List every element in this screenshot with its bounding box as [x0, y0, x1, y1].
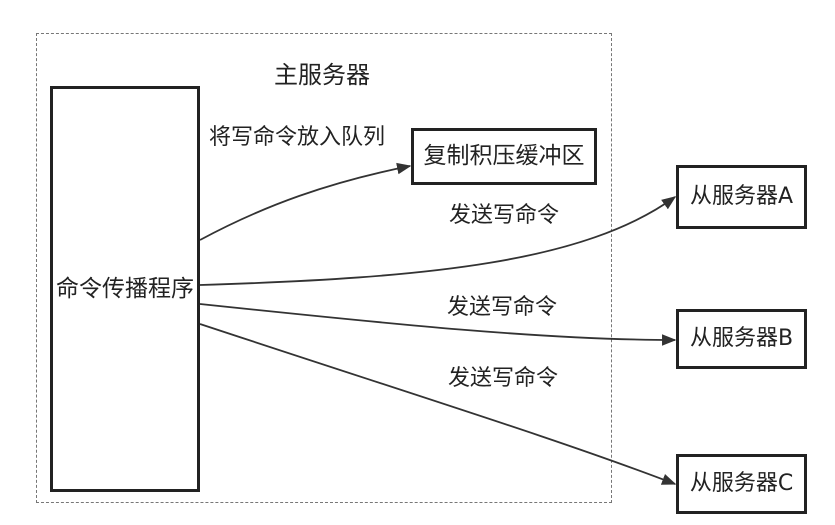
slave-server-b-box: 从服务器B: [676, 309, 807, 369]
master-server-frame: [36, 33, 612, 503]
replication-backlog-box: 复制积压缓冲区: [411, 128, 597, 185]
send-to-slave-a-arrow: [199, 196, 677, 286]
slave-server-a-label: 从服务器A: [689, 184, 794, 209]
enqueue-command-label: 将写命令放入队列: [209, 125, 386, 150]
command-propagator-label: 命令传播程序: [56, 275, 194, 302]
enqueue-arrow: [199, 162, 412, 241]
send-to-slave-c-arrow: [199, 323, 677, 485]
master-server-title: 主服务器: [274, 61, 370, 89]
slave-server-a-box: 从服务器A: [676, 165, 807, 229]
send-command-a-label: 发送写命令: [449, 203, 560, 228]
replication-backlog-label: 复制积压缓冲区: [423, 143, 585, 169]
send-to-slave-b-arrow: [199, 303, 677, 346]
slave-server-c-label: 从服务器C: [689, 471, 794, 496]
send-command-b-label: 发送写命令: [447, 295, 558, 320]
slave-server-b-label: 从服务器B: [689, 326, 794, 351]
send-command-c-label: 发送写命令: [448, 366, 559, 391]
command-propagator-box: 命令传播程序: [50, 86, 200, 492]
slave-server-c-box: 从服务器C: [676, 454, 807, 514]
